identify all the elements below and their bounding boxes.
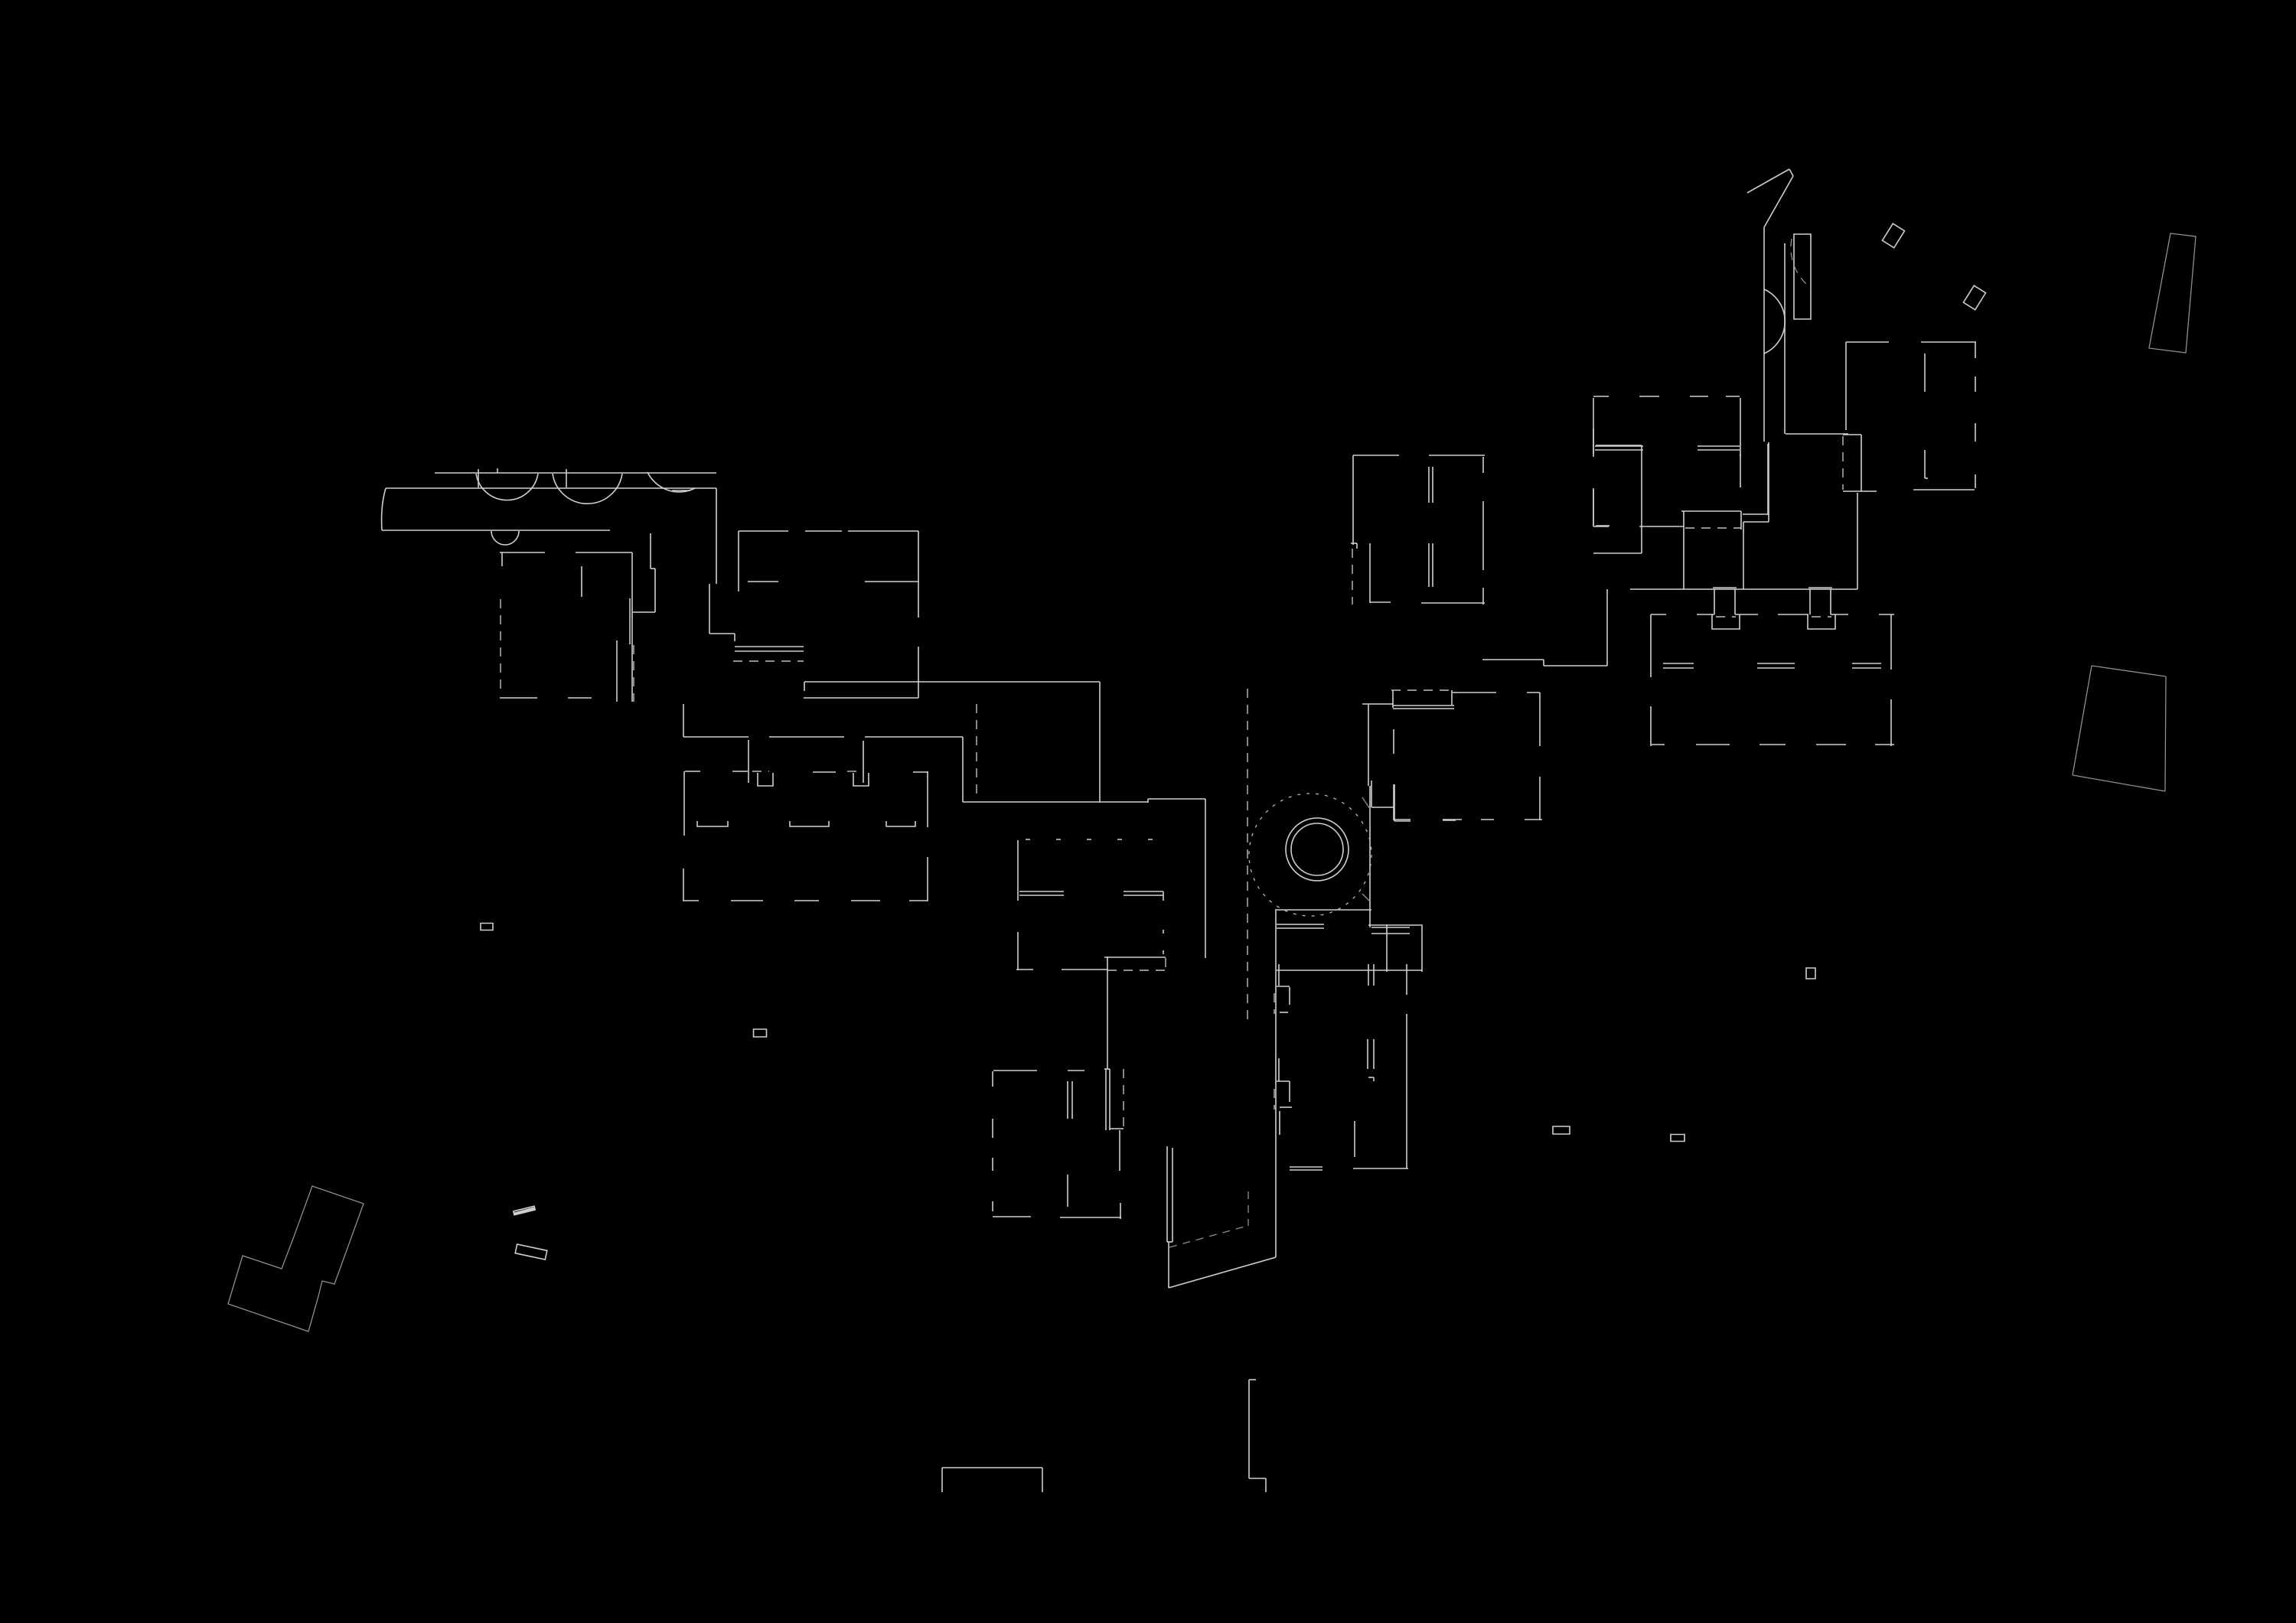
plan-circle (1291, 823, 1343, 875)
circular-court-layer (1249, 794, 1371, 916)
site-mark (1882, 223, 1904, 248)
site-mark (1553, 1126, 1570, 1134)
plan-circle (1286, 818, 1349, 881)
plan-line (1169, 1257, 1276, 1288)
plan-line (647, 472, 695, 492)
site-mark (514, 1206, 535, 1215)
plan-line (2149, 233, 2196, 353)
plan-line (1362, 894, 1370, 901)
plan-line (1764, 176, 1793, 227)
plan-line (697, 821, 728, 826)
building-linework-layer (228, 169, 2196, 1492)
plan-line (491, 531, 519, 545)
plan-line (1808, 614, 1835, 629)
plan-line (2092, 666, 2166, 676)
site-mark (1671, 1135, 1684, 1142)
plan-line (514, 1208, 534, 1214)
site-mark (481, 924, 493, 930)
site-mark (754, 1029, 767, 1037)
plan-line (2073, 775, 2165, 791)
plan-line (1712, 614, 1740, 629)
plan-line (1789, 169, 1793, 176)
plan-line (228, 1186, 364, 1331)
plan-line (886, 821, 915, 826)
plan-line (1169, 1226, 1247, 1247)
site-mark (1806, 968, 1815, 979)
site-mark (515, 1244, 547, 1260)
plan-line (1747, 169, 1789, 193)
plan-line (853, 773, 869, 786)
plan-line (476, 474, 538, 500)
plan-line (382, 488, 386, 530)
plan-line (758, 773, 773, 786)
plan-line (1764, 289, 1785, 354)
plan-circle (1249, 794, 1371, 916)
site-marks-layer (481, 223, 1986, 1260)
plan-line (790, 821, 829, 826)
plan-line (2165, 676, 2166, 791)
plan-line (1791, 239, 1812, 288)
site-mark (1963, 285, 1985, 310)
plan-line (1362, 797, 1370, 809)
plan-line (1794, 234, 1811, 319)
plan-line (2073, 666, 2092, 775)
plan-line (553, 474, 622, 504)
